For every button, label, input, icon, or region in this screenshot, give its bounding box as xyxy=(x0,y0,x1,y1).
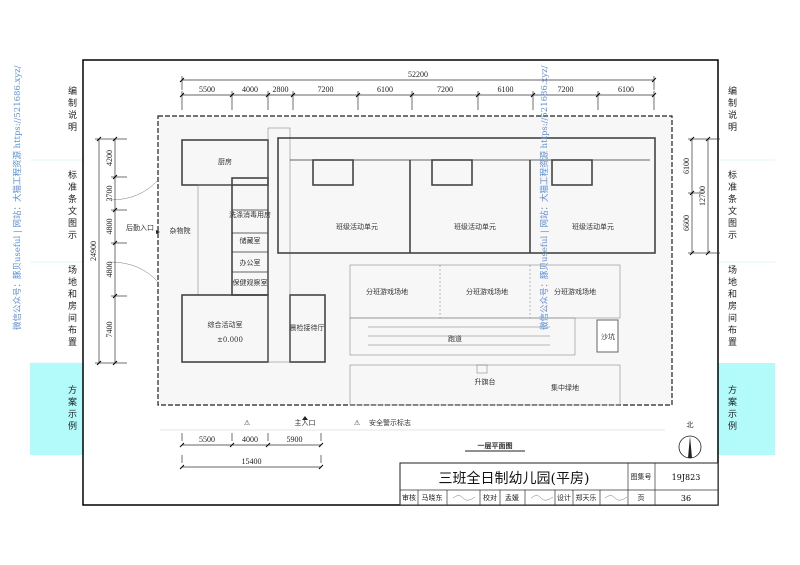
left-dim-label: 4800 xyxy=(105,262,114,278)
warning-legend-label: 安全警示标志 xyxy=(369,418,411,427)
site-boundary xyxy=(157,115,673,406)
play-area-label: 分班游戏场地 xyxy=(466,287,508,296)
right-dim-label: 6600 xyxy=(682,215,691,231)
main-entrance-arrow-icon xyxy=(302,416,308,420)
atlas-no: 19J823 xyxy=(672,473,701,482)
north-arrow-icon xyxy=(678,435,702,459)
left-tab-column xyxy=(30,159,83,455)
sandpit-label: 沙坑 xyxy=(601,332,615,341)
left-tab-2[interactable]: 场地和房间布置 xyxy=(66,265,76,349)
top-dim-label: 7200 xyxy=(558,85,574,94)
warning-sign-icon: ⚠ xyxy=(244,419,250,427)
watermark-text: 微信公众号：豚贝useful | 网站：大猫工程资源 https://52168… xyxy=(539,65,550,330)
design-label: 设计 xyxy=(557,493,571,502)
page-label: 页 xyxy=(638,494,645,502)
green-area-label: 集中绿地 xyxy=(551,383,579,392)
building-plan xyxy=(181,127,656,406)
north-label: 北 xyxy=(687,421,694,429)
reviewer-name: 马晓东 xyxy=(422,493,443,502)
top-dim-label: 6100 xyxy=(377,85,393,94)
top-dim-label: 5500 xyxy=(199,85,215,94)
top-dim-label: 2800 xyxy=(273,85,289,94)
yard-label: 杂物院 xyxy=(170,226,191,235)
left-tab-0[interactable]: 编制说明 xyxy=(66,86,76,134)
main-entrance-label: 主入口 xyxy=(295,418,316,427)
right-tab-active-bg xyxy=(718,363,775,455)
left-tab-3[interactable]: 方案示例 xyxy=(66,385,76,433)
storage-room-label: 储藏室 xyxy=(240,236,261,245)
watermark-text: 微信公众号：豚贝useful | 网站：大猫工程资源 https://52168… xyxy=(12,65,23,330)
top-dim-label: 6100 xyxy=(618,85,634,94)
top-dim-label: 4000 xyxy=(242,85,258,94)
top-total-dim-label: 52200 xyxy=(408,70,428,79)
dimension-lines: 52200 5500 4000 2800 7200 6100 7200 6100 7200 610… xyxy=(89,70,720,470)
right-dim-label: 6100 xyxy=(682,158,691,174)
warning-sign-icon: ⚠ xyxy=(354,419,360,427)
right-tab-3[interactable]: 方案示例 xyxy=(726,385,736,433)
drawing-title: 三班全日制幼儿园(平房) xyxy=(439,470,590,487)
plan-title: 一层平面图 xyxy=(478,441,513,450)
track-label: 跑道 xyxy=(448,334,462,343)
kitchen-label: 厨房 xyxy=(218,157,232,166)
top-dim-label: 7200 xyxy=(437,85,453,94)
bottom-total-dim-label: 15400 xyxy=(242,457,262,466)
atlas-no-label: 图集号 xyxy=(631,472,652,481)
check-label: 校对 xyxy=(483,493,497,502)
designer-name: 郑天乐 xyxy=(576,493,597,502)
left-tab-active-bg xyxy=(30,363,83,455)
left-dim-label: 4800 xyxy=(105,219,114,235)
elevation-label: ±0.000 xyxy=(217,336,243,344)
health-room-label: 保健观察室 xyxy=(233,278,268,287)
right-tab-1[interactable]: 标准条文图示 xyxy=(726,170,736,242)
right-total-dim-label: 12700 xyxy=(698,186,707,206)
page-number: 36 xyxy=(681,494,691,503)
bottom-dim-label: 5900 xyxy=(287,435,303,444)
left-dim-label: 7400 xyxy=(105,322,114,338)
review-label: 审核 xyxy=(402,493,416,502)
flagpole-label: 升旗台 xyxy=(475,377,496,386)
class-unit-label: 班级活动单元 xyxy=(572,222,614,231)
title-block: 三班全日制幼儿园(平房) 图集号 19J823 审核 马晓东 校对 孟媛 设计 … xyxy=(399,462,719,506)
office-label: 办公室 xyxy=(240,258,261,267)
play-area-label: 分班游戏场地 xyxy=(366,287,408,296)
left-total-dim-label: 24900 xyxy=(89,241,98,261)
top-dim-label: 7200 xyxy=(318,85,334,94)
checker-name: 孟媛 xyxy=(505,493,519,502)
top-dim-label: 6100 xyxy=(498,85,514,94)
reviewer-signature xyxy=(452,495,476,501)
right-tab-2[interactable]: 场地和房间布置 xyxy=(726,265,736,349)
bottom-dim-label: 4000 xyxy=(242,435,258,444)
bottom-dim-label: 5500 xyxy=(199,435,215,444)
wash-room-label: 洗涤消毒用房 xyxy=(229,210,271,219)
left-dim-label: 3700 xyxy=(105,186,114,202)
class-unit-label: 班级活动单元 xyxy=(454,222,496,231)
right-tab-0[interactable]: 编制说明 xyxy=(726,86,736,134)
left-dim-label: 4200 xyxy=(105,150,114,166)
play-area-label: 分班游戏场地 xyxy=(554,287,596,296)
activity-room-label: 综合活动室 xyxy=(208,320,243,329)
service-entrance-arrow-icon xyxy=(156,230,160,234)
service-entrance-label: 后勤入口 xyxy=(126,223,154,232)
reception-label: 晨检接待厅 xyxy=(290,323,325,332)
left-tab-1[interactable]: 标准条文图示 xyxy=(66,170,76,242)
right-tab-column xyxy=(718,159,775,455)
checker-signature xyxy=(530,495,554,501)
class-unit-label: 班级活动单元 xyxy=(336,222,378,231)
designer-signature xyxy=(604,495,628,501)
